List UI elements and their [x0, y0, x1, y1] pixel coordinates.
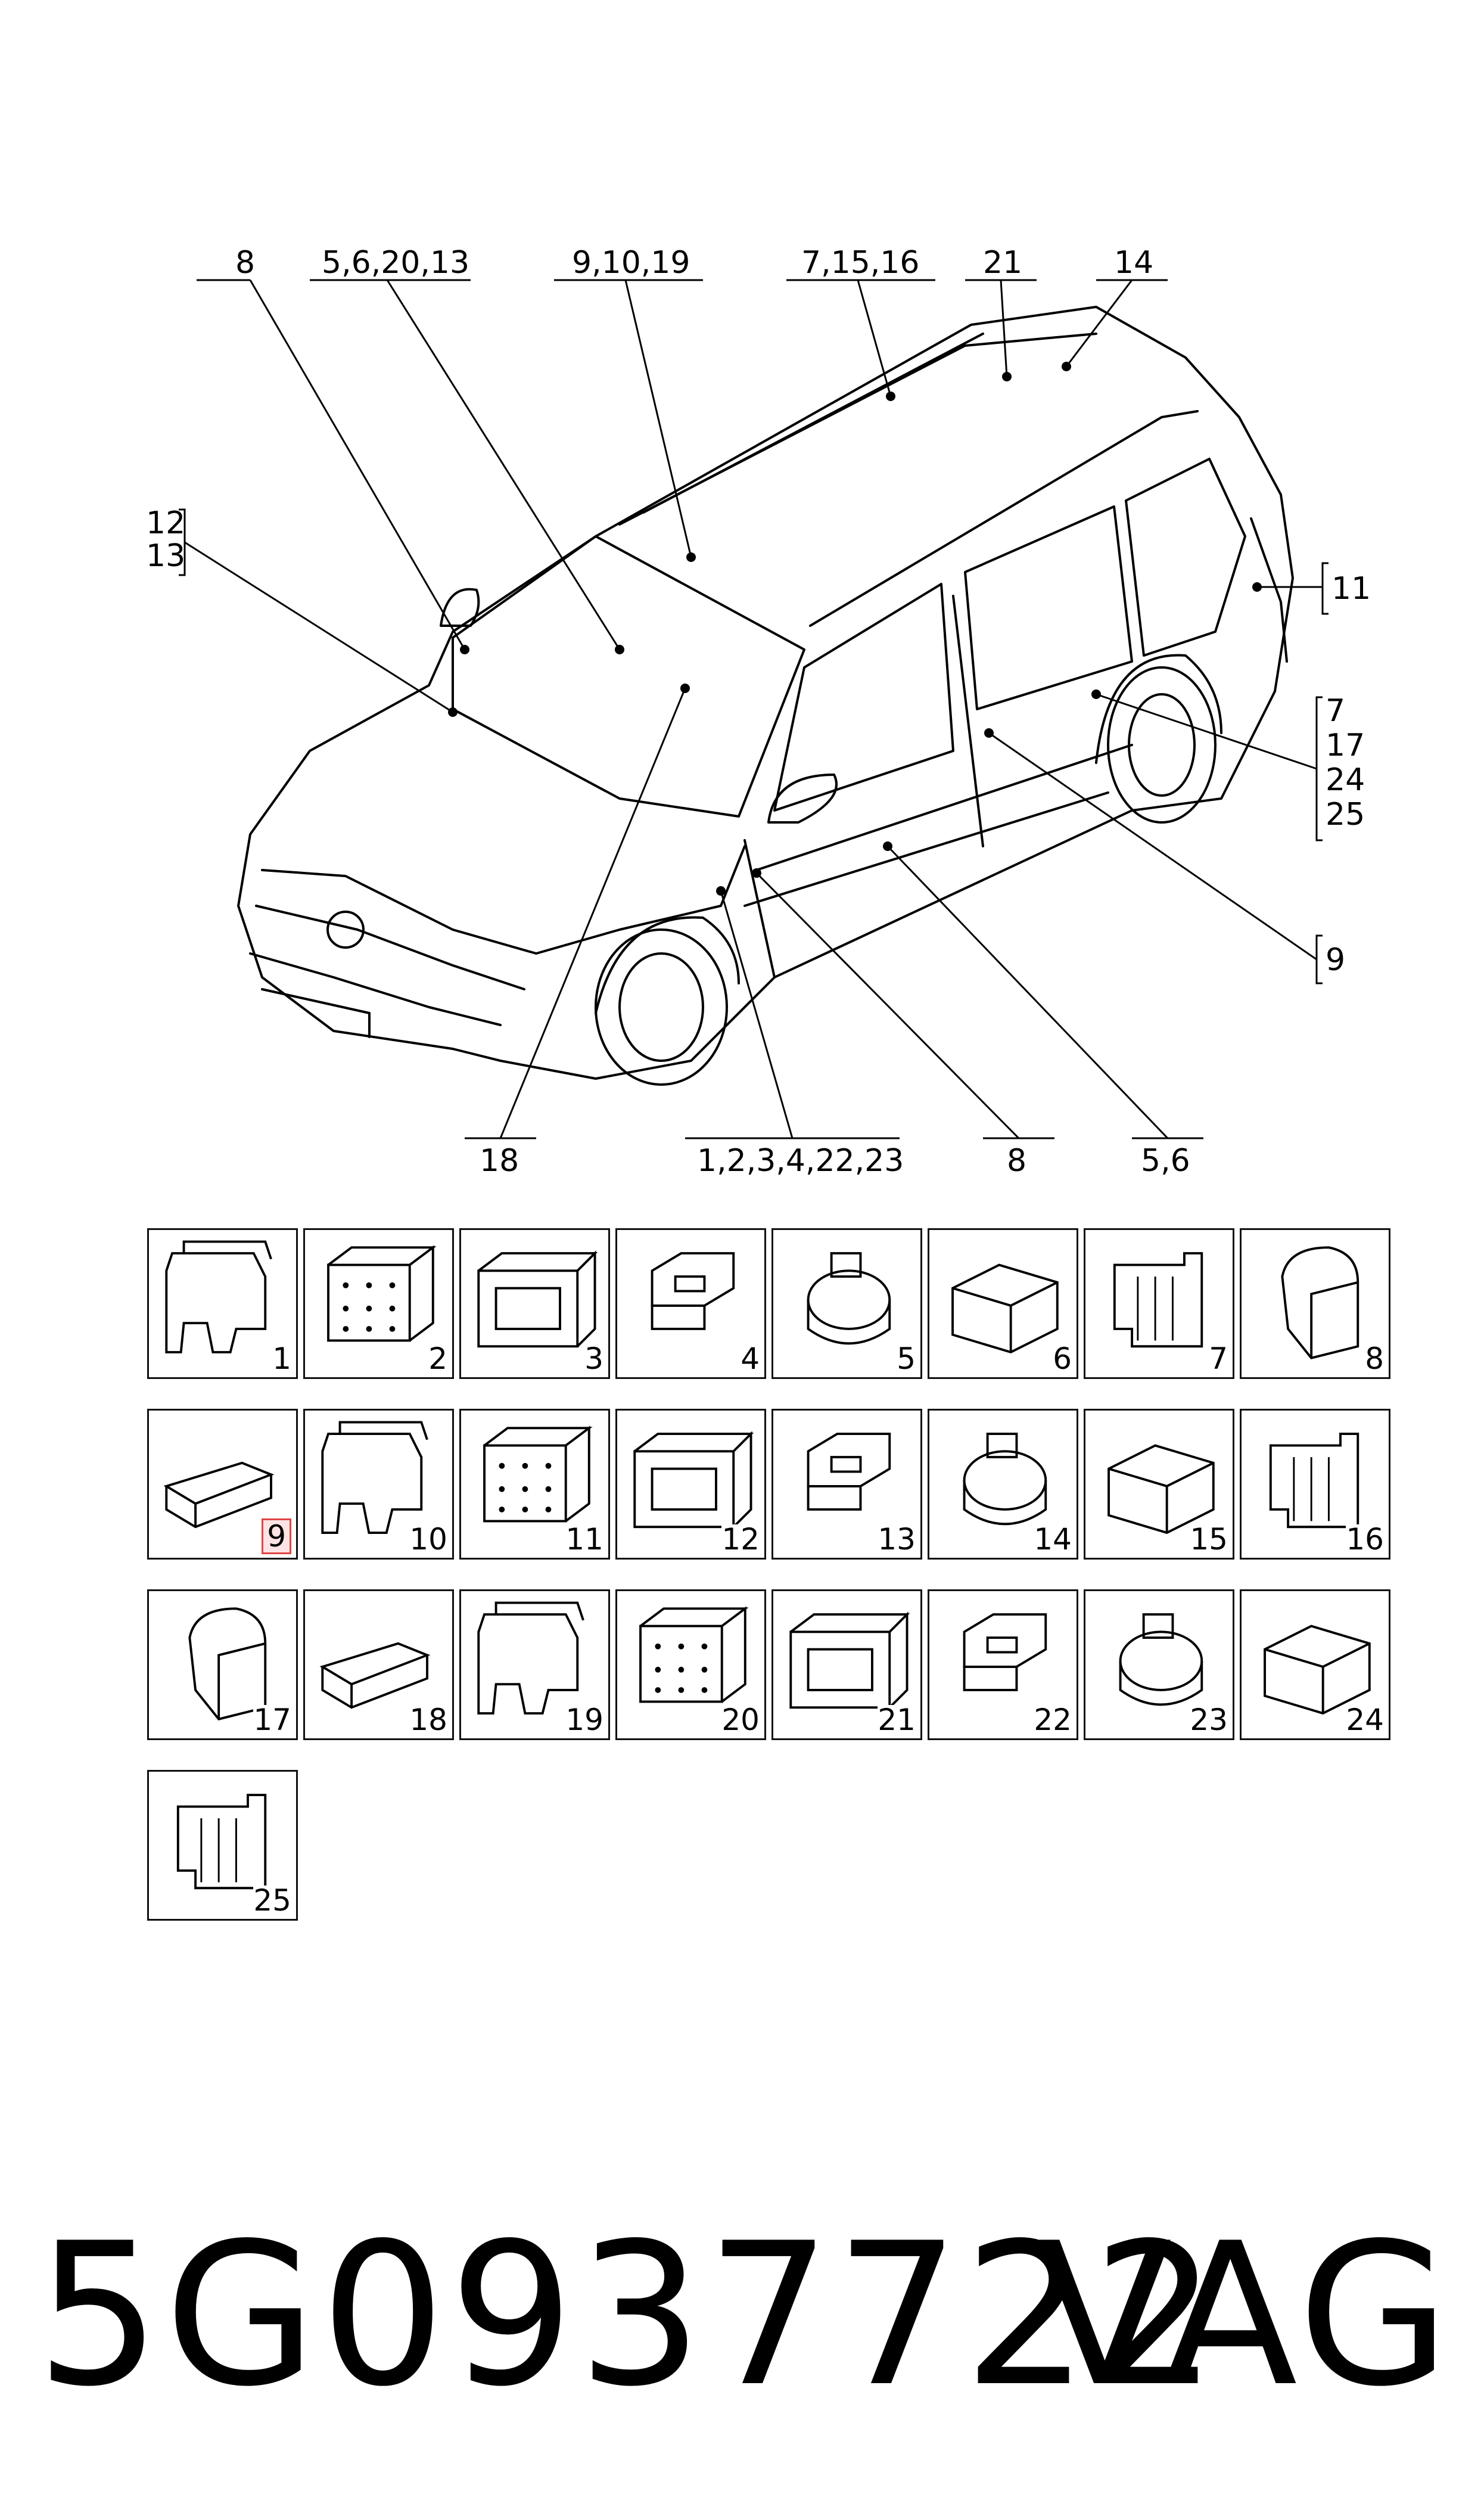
car-location-diagram: 8 5,6,20,13 9,10,19 7,15,16 21 14 12 13 …	[146, 245, 1371, 1179]
car-outline	[237, 306, 1294, 1086]
connector-cell-22: 22	[928, 1589, 1078, 1740]
callout-label: 8	[1007, 1143, 1026, 1179]
connector-number: 9	[262, 1518, 291, 1554]
connector-number: 4	[741, 1341, 760, 1376]
connector-number: 19	[565, 1703, 603, 1737]
tall-connector-icon	[483, 1425, 593, 1523]
connector-cell-4: 4	[615, 1228, 766, 1379]
multi-pin-housing-icon	[327, 1245, 437, 1342]
connector-number: 3	[584, 1341, 603, 1376]
connector-cell-21: 21	[771, 1589, 922, 1740]
connector-number: 25	[253, 1883, 291, 1918]
angled-connector-icon	[1281, 1246, 1359, 1359]
connector-number: 5	[897, 1341, 916, 1376]
callout-label: 13	[146, 538, 185, 574]
callout-dots	[448, 362, 1262, 896]
flat-connector-icon	[163, 1461, 275, 1529]
callout-label: 9	[1326, 942, 1345, 978]
connector-number: 13	[878, 1522, 916, 1557]
connector-shell-icon	[165, 1240, 272, 1353]
oval-connector-icon	[188, 1607, 267, 1720]
connector-number: 20	[721, 1703, 760, 1737]
connector-number: 22	[1034, 1703, 1072, 1737]
callout-label: 7	[1326, 693, 1345, 729]
callout-label: 21	[983, 245, 1022, 281]
brand-label: VAG	[1037, 2201, 1454, 2430]
callout-label: 12	[146, 505, 185, 541]
connector-number: 15	[1190, 1522, 1228, 1557]
callout-label: 9,10,19	[572, 245, 690, 281]
connector-cell-13: 13	[771, 1409, 922, 1560]
multi-pin-housing-icon	[963, 1613, 1047, 1691]
connector-number: 6	[1053, 1341, 1072, 1376]
connector-cell-14: 14	[928, 1409, 1078, 1560]
socket-housing-icon	[639, 1606, 749, 1703]
socket-housing-icon	[651, 1252, 735, 1330]
connector-cell-7: 7	[1084, 1228, 1234, 1379]
footer: 5G0937722 VAG	[36, 2217, 1466, 2443]
connector-cell-17: 17	[147, 1589, 298, 1740]
round-connector-icon	[1107, 1444, 1215, 1535]
connector-number: 16	[1346, 1522, 1384, 1557]
connector-cell-16: 16	[1240, 1409, 1390, 1560]
round-pin-housing-icon	[321, 1421, 428, 1534]
callout-label: 8	[235, 245, 255, 281]
round-connector-icon	[1264, 1625, 1371, 1715]
round-connector-icon	[319, 1642, 431, 1709]
multi-pin-housing-icon	[963, 1433, 1047, 1526]
multi-pin-housing-icon	[477, 1601, 584, 1714]
connector-cell-19: 19	[459, 1589, 610, 1740]
connector-number: 18	[409, 1703, 447, 1737]
multi-pin-housing-icon	[477, 1250, 598, 1348]
socket-housing-icon	[807, 1252, 891, 1345]
connector-number: 11	[565, 1522, 603, 1557]
single-pin-plug-icon	[633, 1431, 754, 1529]
oval-connector-icon	[789, 1611, 910, 1709]
connector-number: 21	[878, 1703, 916, 1737]
connector-cell-8: 8	[1240, 1228, 1390, 1379]
callout-label: 7,15,16	[801, 245, 919, 281]
connector-cell-11: 11	[459, 1409, 610, 1560]
callout-label: 5,6,20,13	[322, 245, 469, 281]
callout-label: 14	[1114, 245, 1153, 281]
connector-cell-2: 2	[303, 1228, 454, 1379]
connector-cell-20: 20	[615, 1589, 766, 1740]
callout-label: 1,2,3,4,22,23	[697, 1143, 904, 1179]
callout-label: 5,6	[1141, 1143, 1190, 1179]
connector-cell-15: 15	[1084, 1409, 1234, 1560]
connector-cell-6: 6	[928, 1228, 1078, 1379]
multi-pin-housing-icon	[1119, 1613, 1203, 1706]
connector-number: 24	[1346, 1703, 1384, 1737]
connector-number: 23	[1190, 1703, 1228, 1737]
callout-label: 17	[1326, 728, 1365, 763]
connector-cell-24: 24	[1240, 1589, 1390, 1740]
connector-cell-25: 25	[147, 1770, 298, 1921]
connector-number: 17	[253, 1703, 291, 1737]
connector-cell-9: 9	[147, 1409, 298, 1560]
connector-cell-10: 10	[303, 1409, 454, 1560]
connector-number: 14	[1034, 1522, 1072, 1557]
connector-number: 7	[1209, 1341, 1228, 1376]
callout-label: 11	[1331, 571, 1371, 607]
round-connector-icon	[951, 1263, 1059, 1354]
leader-lines	[179, 279, 1329, 1139]
part-number: 5G0937722	[36, 2201, 1221, 2430]
connector-number: 8	[1365, 1341, 1384, 1376]
connector-number: 12	[721, 1522, 760, 1557]
connector-cell-1: 1	[147, 1228, 298, 1379]
connector-number: 10	[409, 1522, 447, 1557]
connector-cell-12: 12	[615, 1409, 766, 1560]
callout-label: 25	[1326, 797, 1365, 833]
connector-number: 2	[428, 1341, 447, 1376]
round-connector-icon	[1113, 1252, 1203, 1348]
callout-label: 18	[480, 1143, 519, 1179]
callout-label: 24	[1326, 762, 1365, 798]
connector-number: 1	[272, 1341, 291, 1376]
connector-cell-18: 18	[303, 1589, 454, 1740]
connector-cell-23: 23	[1084, 1589, 1234, 1740]
connector-cell-3: 3	[459, 1228, 610, 1379]
single-pin-plug-icon	[807, 1433, 891, 1511]
connector-cell-5: 5	[771, 1228, 922, 1379]
